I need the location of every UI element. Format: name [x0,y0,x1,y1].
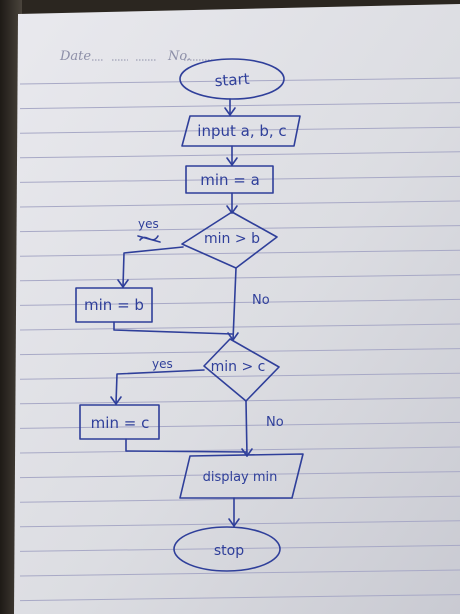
ruled-line [19,397,460,405]
stop-terminal [173,526,281,572]
arrowheads [110,107,253,527]
arrowhead-icon [224,107,236,116]
ruled-line [19,200,460,208]
decision-2-label: min > c [211,359,266,375]
ruled-lines [19,77,460,602]
yes-1-label: yes [138,217,159,231]
min-c-label: min = c [91,414,150,432]
ruled-line [19,372,460,380]
arrowhead-icon [228,518,240,527]
ruled-line [19,175,460,183]
no-1-branch-line [232,267,237,341]
min-b-label: min = b [84,296,144,314]
no-2-branch-line [245,400,248,457]
date-label: Date [59,49,91,64]
ruled-line [19,126,460,134]
scribble-mark [137,235,161,243]
no-label: No. [167,49,191,64]
ruled-line [19,471,460,479]
start-label: start [214,70,250,90]
arrowhead-icon [226,205,238,214]
ruled-line [19,421,460,429]
ruled-line [19,348,460,356]
display-label: display min [203,470,278,485]
ruled-line [19,446,460,454]
yes-2-label: yes [152,357,173,371]
arrowhead-icon [110,396,122,405]
stop-label: stop [214,543,244,559]
ruled-line [19,569,460,577]
ruled-line [19,102,460,110]
decision-1-label: min > b [204,231,260,247]
ruled-line [19,520,460,528]
arrowhead-icon [241,448,253,457]
yes-2-branch-line [115,369,205,405]
arrowhead-icon [226,157,238,166]
merge-1-line [113,321,233,335]
min-c-process [79,404,160,440]
arrowhead-icon [227,332,239,341]
no-1-label: No [252,293,270,308]
ruled-line [19,594,460,602]
ruled-line [19,323,460,331]
ruled-line [19,495,460,503]
min-a-process [185,165,274,194]
start-terminal [179,58,285,100]
ruled-line [19,544,460,552]
display-parallelogram [179,453,304,499]
min-a-label: min = a [200,171,260,189]
input-label: input a, b, c [197,122,286,140]
yes-1-branch-line [122,246,184,288]
ruled-line [19,151,460,159]
input-parallelogram [181,115,301,147]
merge-2-line [125,438,248,453]
ruled-line [19,249,460,257]
ruled-line [19,225,460,233]
arrowhead-icon [117,279,129,288]
no-2-label: No [266,415,284,430]
ruled-line [19,298,460,306]
flowchart [75,58,304,572]
ruled-line [19,77,460,85]
ruled-line [19,274,460,282]
